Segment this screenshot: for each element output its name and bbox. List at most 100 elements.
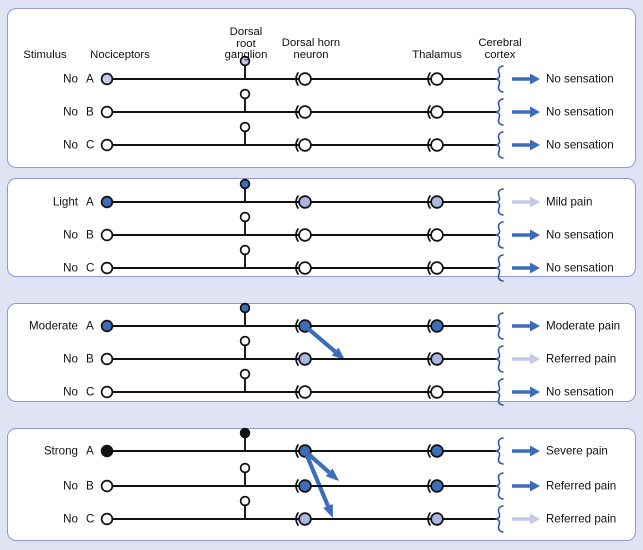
result-arrow-row-strong-b <box>512 480 540 492</box>
nociceptor-terminal <box>100 479 114 493</box>
column-header-cerebral-cortex: Cerebral cortex <box>478 37 522 61</box>
stimulus-label-row-strong-c: No <box>63 512 78 526</box>
drg-cell-body <box>239 335 251 347</box>
drg-cell-body <box>239 427 251 439</box>
drg-cell-body <box>239 88 251 100</box>
dorsal-horn-neuron-soma <box>298 352 312 366</box>
drg-cell-body <box>239 302 251 314</box>
thalamus-soma <box>430 479 444 493</box>
result-arrow-row-strong-a <box>512 445 540 457</box>
nociceptor-terminal <box>100 385 114 399</box>
dorsal-horn-neuron-soma <box>298 105 312 119</box>
thalamus-soma <box>430 228 444 242</box>
thalamus-soma <box>430 385 444 399</box>
row-moderate-c <box>100 368 540 406</box>
fiber-label-row-light-c: C <box>86 261 95 275</box>
dorsal-horn-neuron-soma <box>298 72 312 86</box>
drg-cell-body <box>239 55 251 67</box>
cerebral-cortex-brace <box>495 505 504 533</box>
dorsal-horn-neuron-soma <box>298 385 312 399</box>
fiber-label-row-none-b: B <box>86 105 94 119</box>
fiber-label-row-none-a: A <box>86 72 94 86</box>
column-header-thalamus: Thalamus <box>412 49 462 61</box>
stimulus-label-row-light-b: No <box>63 228 78 242</box>
row-none-a <box>100 55 540 93</box>
drg-cell-body <box>239 178 251 190</box>
fiber-label-row-none-c: C <box>86 138 95 152</box>
result-arrow-row-light-c <box>512 262 540 274</box>
fiber-label-row-light-a: A <box>86 195 94 209</box>
thalamus-soma <box>430 444 444 458</box>
cerebral-cortex-brace <box>495 254 504 282</box>
dorsal-horn-neuron-soma <box>298 228 312 242</box>
convergence-arrow-row-strong-a-0 <box>307 452 339 481</box>
drg-cell-body <box>239 368 251 380</box>
row-strong-a <box>100 427 540 518</box>
fiber-label-row-strong-a: A <box>86 444 94 458</box>
row-none-c <box>100 121 540 159</box>
row-moderate-b <box>100 335 540 373</box>
stimulus-label-row-light-c: No <box>63 261 78 275</box>
row-none-b <box>100 88 540 126</box>
dorsal-horn-neuron-soma <box>298 138 312 152</box>
nociceptor-terminal <box>100 228 114 242</box>
fiber-label-row-strong-c: C <box>86 512 95 526</box>
result-arrow-row-none-b <box>512 106 540 118</box>
result-label-row-strong-b: Referred pain <box>546 479 617 493</box>
drg-cell-body <box>239 462 251 474</box>
result-arrow-row-light-b <box>512 229 540 241</box>
column-header-dorsal-horn-neuron: Dorsal horn neuron <box>281 37 341 61</box>
fiber-label-row-moderate-b: B <box>86 352 94 366</box>
cerebral-cortex-brace <box>495 98 504 126</box>
thalamus-soma <box>430 512 444 526</box>
result-arrow-row-light-a <box>512 196 540 208</box>
column-header-nociceptors: Nociceptors <box>90 49 150 61</box>
thalamus-soma <box>430 352 444 366</box>
dorsal-horn-neuron-soma <box>298 319 312 333</box>
fiber-label-row-strong-b: B <box>86 479 94 493</box>
panel-panel-moderate <box>7 303 636 402</box>
result-label-row-light-c: No sensation <box>546 261 614 275</box>
cerebral-cortex-brace <box>495 65 504 93</box>
row-light-b <box>100 211 540 249</box>
dorsal-horn-neuron-soma <box>298 195 312 209</box>
row-moderate-a <box>100 302 540 360</box>
stimulus-label-row-none-a: No <box>63 72 78 86</box>
cerebral-cortex-brace <box>495 188 504 216</box>
drg-cell-body <box>239 211 251 223</box>
thalamus-soma <box>430 138 444 152</box>
result-label-row-none-c: No sensation <box>546 138 614 152</box>
nociceptor-terminal <box>100 444 114 458</box>
result-arrow-row-moderate-c <box>512 386 540 398</box>
result-label-row-moderate-b: Referred pain <box>546 352 617 366</box>
stimulus-label-row-strong-a: Strong <box>43 444 78 458</box>
convergence-arrow-row-strong-a-1 <box>304 454 333 518</box>
result-arrow-row-none-a <box>512 73 540 85</box>
drg-cell-body <box>239 121 251 133</box>
stimulus-label-row-moderate-b: No <box>63 352 78 366</box>
cerebral-cortex-brace <box>495 378 504 406</box>
result-label-row-none-b: No sensation <box>546 105 614 119</box>
dorsal-horn-neuron-soma <box>298 512 312 526</box>
fiber-label-row-moderate-a: A <box>86 319 94 333</box>
nociceptor-terminal <box>100 319 114 333</box>
result-arrow-row-moderate-a <box>512 320 540 332</box>
row-strong-c <box>100 495 540 533</box>
result-label-row-moderate-c: No sensation <box>546 385 614 399</box>
panel-panel-light <box>7 178 636 277</box>
drg-cell-body <box>239 495 251 507</box>
row-light-a <box>100 178 540 216</box>
column-header-stimulus: Stimulus <box>23 49 67 61</box>
thalamus-soma <box>430 319 444 333</box>
nociceptor-terminal <box>100 512 114 526</box>
nociceptor-terminal <box>100 138 114 152</box>
row-strong-b <box>100 462 540 500</box>
nociceptor-terminal <box>100 72 114 86</box>
stimulus-label-row-moderate-c: No <box>63 385 78 399</box>
stimulus-label-row-moderate-a: Moderate <box>29 319 78 333</box>
thalamus-soma <box>430 105 444 119</box>
dorsal-horn-neuron-soma <box>298 261 312 275</box>
result-label-row-light-a: Mild pain <box>546 195 593 209</box>
cerebral-cortex-brace <box>495 345 504 373</box>
